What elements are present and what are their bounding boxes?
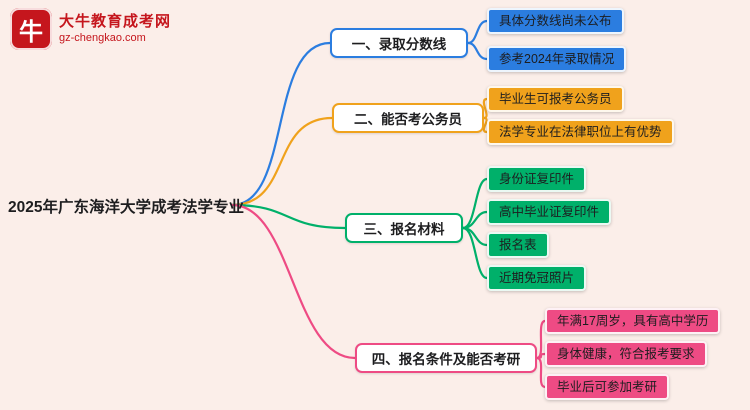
leaf-node: 毕业后可参加考研	[545, 374, 670, 400]
connector-branch1-leaf-1	[466, 19, 489, 45]
leaf-node: 法学专业在法律职位上有优势	[487, 119, 674, 145]
connector-root-branch-4	[230, 203, 357, 360]
leaf-node: 报名表	[487, 232, 549, 258]
logo-domain: gz-chengkao.com	[59, 32, 146, 45]
connector-branch2-leaf-2	[482, 116, 489, 134]
leaf-node: 高中毕业证复印件	[487, 199, 612, 225]
root-node: 2025年广东海洋大学成考法学专业	[8, 199, 244, 216]
connector-branch4-leaf-3	[535, 356, 547, 389]
branch-node-civil-servant: 二、能否考公务员	[332, 103, 484, 133]
leaf-node: 身份证复印件	[487, 166, 587, 192]
logo-text-block: 大牛教育成考网 gz-chengkao.com	[59, 13, 171, 45]
leaf-node: 身体健康，符合报考要求	[545, 341, 707, 367]
leaf-node: 毕业生可报考公务员	[487, 86, 624, 112]
leaf-node: 具体分数线尚未公布	[487, 8, 624, 34]
leaf-node: 年满17周岁，具有高中学历	[545, 308, 721, 334]
connector-root-branch-1	[230, 41, 332, 207]
connector-branch1-leaf-2	[466, 41, 489, 61]
connector-branch4-leaf-1	[535, 319, 547, 360]
leaf-node: 参考2024年录取情况	[487, 46, 627, 72]
connector-branch3-leaf-4	[461, 226, 489, 280]
branch-node-conditions: 四、报名条件及能否考研	[355, 343, 537, 373]
logo-bull-icon: 牛	[10, 8, 52, 50]
connector-root-branch-3	[230, 203, 347, 230]
branch-node-materials: 三、报名材料	[345, 213, 463, 243]
branch-node-admission-score: 一、录取分数线	[330, 28, 468, 58]
site-logo: 牛 大牛教育成考网 gz-chengkao.com	[10, 8, 171, 50]
leaf-node: 近期免冠照片	[487, 265, 587, 291]
connector-root-branch-2	[230, 116, 334, 207]
logo-brand-name: 大牛教育成考网	[59, 13, 172, 31]
